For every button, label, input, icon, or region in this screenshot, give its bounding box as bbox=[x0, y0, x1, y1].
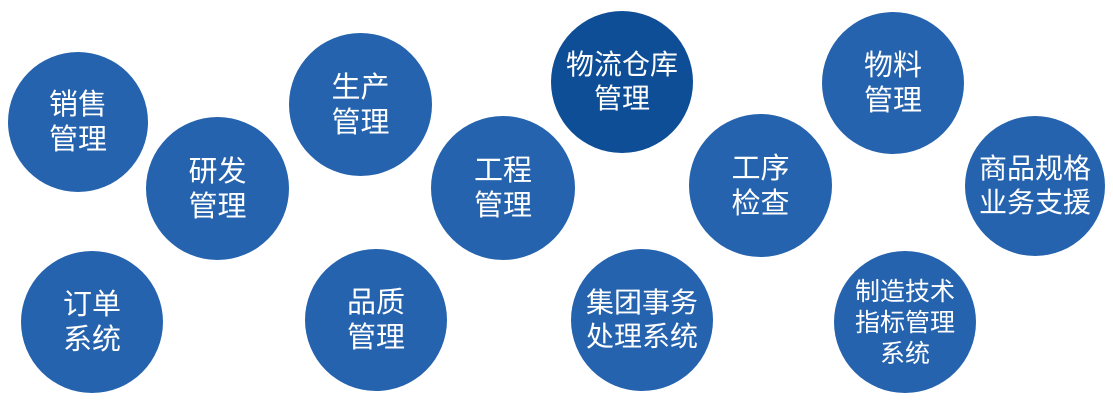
node-label-line: 管理 bbox=[473, 188, 532, 222]
node-label-line: 物料 bbox=[863, 48, 922, 82]
node-production-management[interactable]: 生产 管理 bbox=[289, 33, 432, 176]
node-engineering-management[interactable]: 工程 管理 bbox=[431, 116, 575, 260]
node-label-line: 处理系统 bbox=[585, 320, 698, 353]
node-label-line: 管理 bbox=[593, 82, 650, 115]
node-material-management[interactable]: 物料 管理 bbox=[822, 12, 964, 154]
node-label-line: 管理 bbox=[863, 83, 922, 117]
node-sales-management[interactable]: 销售 管理 bbox=[8, 52, 148, 192]
node-label-line: 指标管理 bbox=[854, 307, 955, 337]
node-order-system[interactable]: 订单 系统 bbox=[21, 251, 163, 393]
node-label-line: 工序 bbox=[731, 150, 790, 185]
node-manufacturing-tech-index-system[interactable]: 制造技术 指标管理 系统 bbox=[834, 251, 976, 393]
node-label-line: 品质 bbox=[346, 285, 405, 319]
node-rd-management[interactable]: 研发 管理 bbox=[146, 117, 289, 260]
node-label-line: 管理 bbox=[48, 122, 107, 156]
node-label-line: 工程 bbox=[473, 153, 532, 187]
node-label-line: 研发 bbox=[188, 153, 247, 188]
node-label-line: 制造技术 bbox=[854, 276, 955, 306]
node-label-line: 生产 bbox=[331, 69, 390, 104]
node-label-line: 销售 bbox=[48, 87, 107, 121]
node-label-line: 管理 bbox=[331, 104, 390, 139]
node-quality-management[interactable]: 品质 管理 bbox=[305, 249, 447, 391]
node-label-line: 集团事务 bbox=[585, 286, 698, 319]
node-label-line: 系统 bbox=[879, 338, 930, 368]
node-logistics-warehouse-management[interactable]: 物流仓库 管理 bbox=[551, 11, 693, 153]
node-label-line: 业务支援 bbox=[978, 186, 1091, 219]
node-label-line: 管理 bbox=[188, 188, 247, 223]
node-label-line: 系统 bbox=[62, 322, 121, 356]
node-label-line: 物流仓库 bbox=[565, 48, 678, 81]
node-process-inspection[interactable]: 工序 检查 bbox=[689, 114, 832, 257]
node-label-line: 检查 bbox=[731, 185, 790, 220]
node-product-spec-business-support[interactable]: 商品规格 业务支援 bbox=[965, 116, 1105, 256]
node-label-line: 订单 bbox=[62, 287, 121, 321]
node-label-line: 管理 bbox=[346, 320, 405, 354]
node-label-line: 商品规格 bbox=[978, 152, 1091, 185]
node-group-affairs-system[interactable]: 集团事务 处理系统 bbox=[571, 249, 713, 391]
